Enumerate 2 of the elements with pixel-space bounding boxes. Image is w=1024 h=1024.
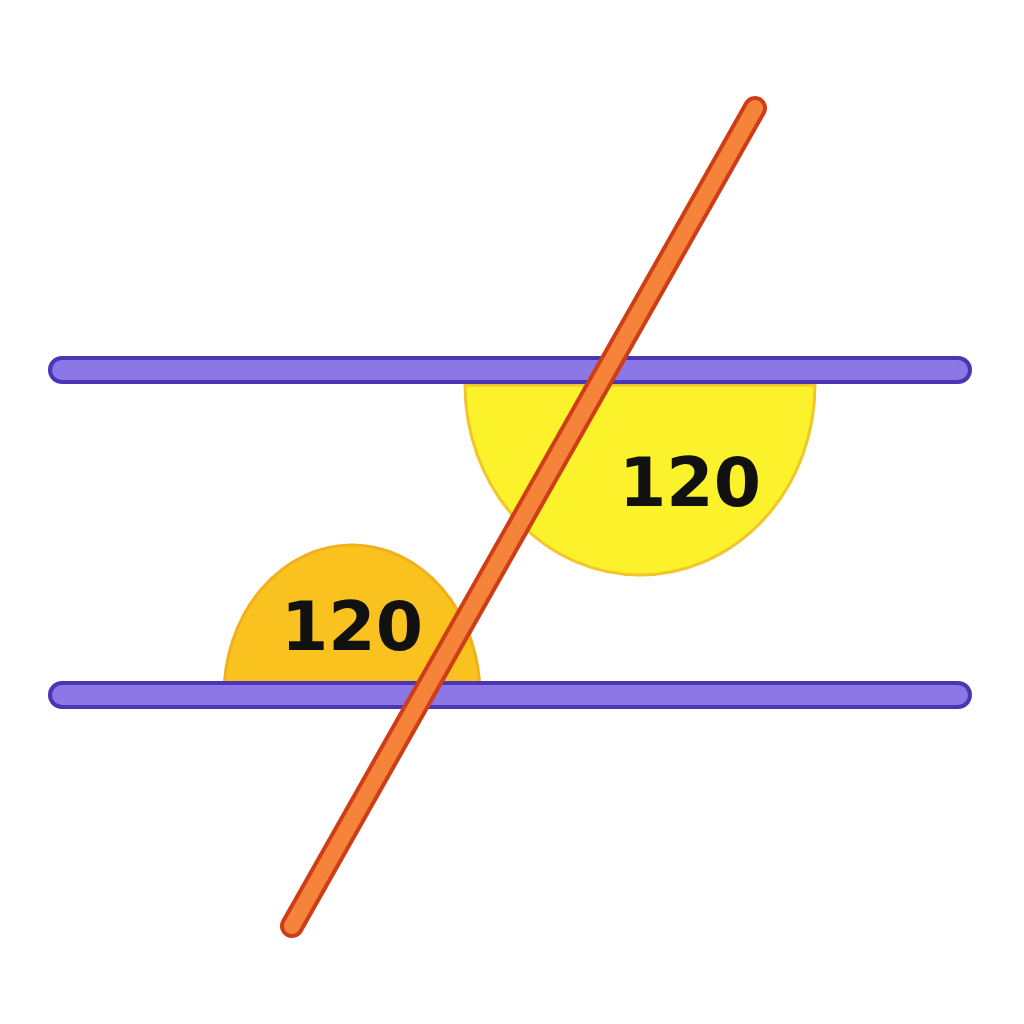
angle-measure: 120 xyxy=(619,449,761,517)
angle-measure: 120 xyxy=(281,593,423,661)
